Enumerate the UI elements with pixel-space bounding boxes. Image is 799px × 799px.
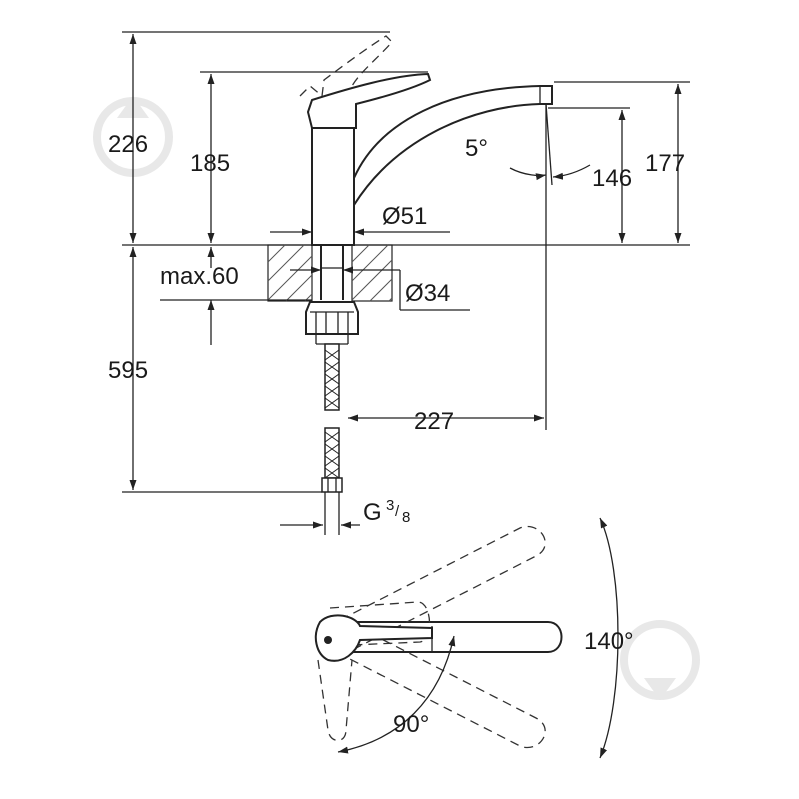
label-226: 226 — [108, 131, 148, 158]
label-185: 185 — [190, 150, 230, 177]
label-diameter-51: Ø51 — [382, 203, 427, 230]
label-146: 146 — [592, 165, 632, 192]
watermark-down-icon — [620, 620, 700, 700]
label-595: 595 — [108, 357, 148, 384]
label-thread-g: G — [363, 499, 382, 526]
countertop-left — [267, 244, 313, 302]
label-diameter-34: Ø34 — [405, 280, 450, 307]
label-max-60: max.60 — [160, 263, 239, 290]
label-angle-140: 140° — [584, 628, 634, 655]
label-227: 227 — [414, 408, 454, 435]
faucet-top-view — [314, 525, 563, 749]
label-angle-5: 5° — [465, 135, 488, 162]
label-thread-numerator: 3 — [386, 497, 394, 514]
label-angle-90: 90° — [393, 711, 429, 738]
label-177: 177 — [645, 150, 685, 177]
label-thread-slash: / — [395, 503, 400, 520]
countertop-right — [351, 244, 393, 302]
label-thread-denominator: 8 — [402, 509, 410, 526]
faucet-side-view — [299, 35, 553, 535]
